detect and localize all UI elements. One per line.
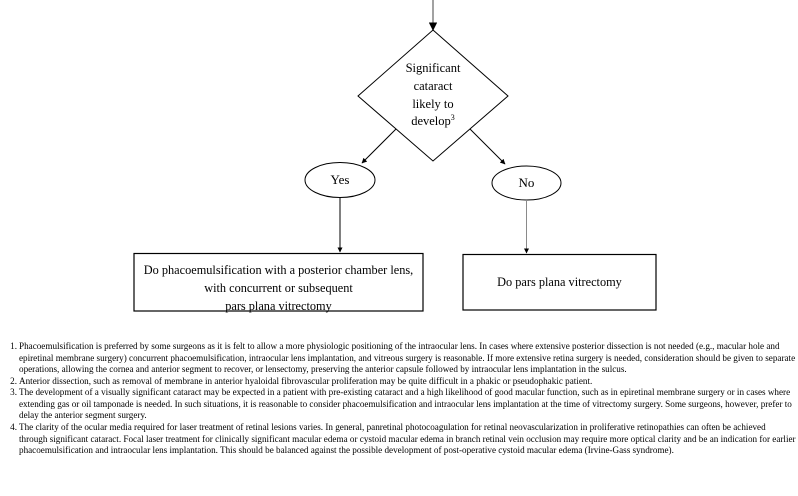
footnote-list: 1. Phacoemulsification is preferred by s… bbox=[4, 341, 796, 457]
outcome-box-right bbox=[462, 253, 657, 311]
footnote-number: 1. bbox=[10, 341, 17, 351]
branch-ellipse-no bbox=[491, 165, 562, 201]
footnote-text: The clarity of the ocular media required… bbox=[19, 422, 796, 456]
outcome-box-left bbox=[133, 252, 424, 312]
footnote-text: The development of a visually significan… bbox=[19, 387, 792, 421]
footnote-item: 2. Anterior dissection, such as removal … bbox=[4, 376, 796, 388]
edge-yes bbox=[361, 128, 397, 164]
footnote-number: 3. bbox=[10, 387, 17, 398]
footnote-item: 4. The clarity of the ocular media requi… bbox=[4, 422, 796, 457]
footnote-text: Anterior dissection, such as removal of … bbox=[19, 375, 593, 386]
edge-no bbox=[469, 128, 506, 165]
footnote-text: Phacoemulsification is preferred by some… bbox=[19, 341, 796, 375]
footnote-item: 3. The development of a visually signifi… bbox=[4, 387, 796, 422]
footnote-item: 1. Phacoemulsification is preferred by s… bbox=[4, 341, 796, 376]
footnote-number: 4. bbox=[10, 422, 17, 433]
footnote-number: 2. bbox=[10, 375, 17, 386]
branch-ellipse-yes bbox=[304, 162, 376, 198]
decision-diamond bbox=[357, 29, 509, 162]
flowchart-canvas bbox=[133, 0, 657, 312]
